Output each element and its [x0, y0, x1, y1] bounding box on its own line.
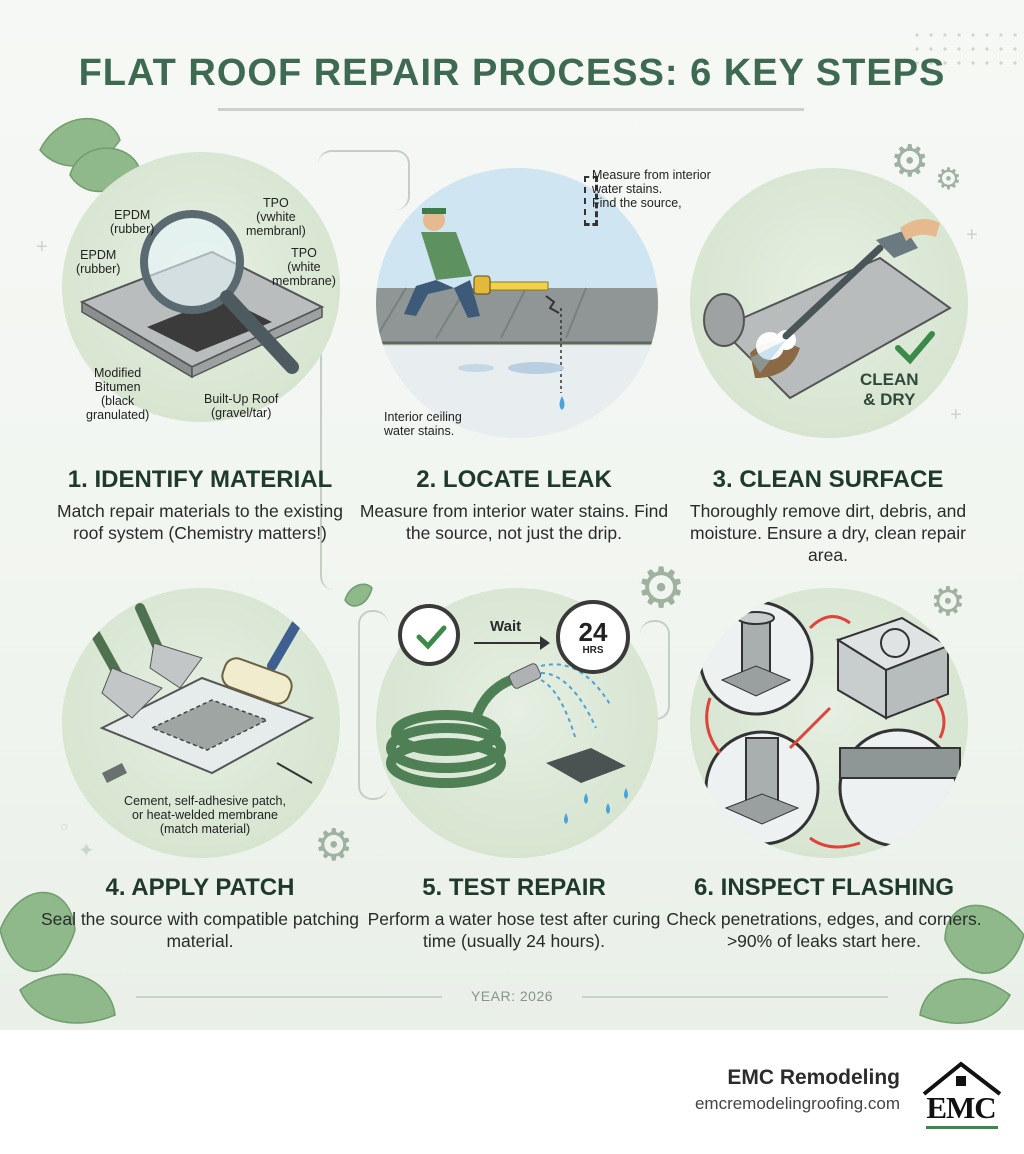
wait-label: Wait: [490, 618, 522, 635]
brand-url[interactable]: emcremodelingroofing.com: [694, 1094, 900, 1113]
step-2-heading: 2. LOCATE LEAK: [416, 466, 612, 493]
leaf-icon: [0, 118, 1024, 1024]
step-5-heading: 5. TEST REPAIR: [422, 874, 606, 901]
paint-roller-icon: [221, 613, 305, 705]
page-title: FLAT ROOF REPAIR PROCESS: 6 KEY STEPS: [78, 52, 946, 94]
step-2-description: Measure from interior water stains. Find…: [359, 501, 669, 543]
step-5-description: Perform a water hose test after curing t…: [367, 909, 661, 951]
leaf-decorations: [0, 118, 1024, 1024]
label-measure-source: Measure from interior water stains. Find…: [592, 168, 711, 210]
logo-text: EMC: [926, 1090, 996, 1125]
step-3-illustration: [690, 168, 968, 438]
gear-icon: ⚙: [890, 137, 930, 186]
year-label: YEAR: 2026: [470, 988, 554, 1004]
sparkle-icon: ✦: [78, 840, 95, 862]
label-built-up-roof: Built-Up Roof (gravel/tar): [204, 392, 279, 420]
gear-icon: ⚙: [935, 163, 962, 196]
garden-hose-icon: [386, 673, 518, 788]
checkmark-icon: [895, 331, 935, 365]
label-tpo-top: TPO (vwhite membranl): [246, 196, 306, 238]
step-1-description: Match repair materials to the existing r…: [57, 501, 343, 543]
step-3-heading: 3. CLEAN SURFACE: [712, 466, 944, 493]
sparkle-icon: +: [36, 236, 48, 258]
sparkle-icon: +: [950, 404, 962, 426]
step-6-heading: 6. INSPECT FLASHING: [693, 874, 955, 901]
gear-icon: ⚙: [636, 556, 687, 619]
hours-value: 24: [578, 617, 608, 647]
clean-dry-label: CLEAN & DRY: [860, 370, 919, 409]
step-2-illustration: [376, 168, 658, 438]
infographic: FLAT ROOF REPAIR PROCESS: 6 KEY STEPS ⚙ …: [0, 0, 1024, 1030]
gear-icon: ⚙: [314, 821, 354, 870]
hours-unit: HRS: [582, 645, 604, 656]
label-epdm-top: EPDM (rubber): [110, 208, 155, 236]
clock-icon: [398, 604, 460, 666]
hvac-unit-icon: [835, 616, 951, 720]
brand-name: EMC Remodeling: [727, 1066, 900, 1089]
step-5-illustration: [376, 588, 658, 858]
step-4-description: Seal the source with compatible patching…: [40, 909, 360, 951]
company-logo: EMC: [916, 1058, 1006, 1130]
magnifier-icon: [140, 210, 299, 374]
step-6-description: Check penetrations, edges, and corners. …: [666, 909, 982, 951]
label-interior-ceiling: Interior ceiling water stains.: [384, 410, 462, 438]
step-4-heading: 4. APPLY PATCH: [105, 874, 295, 901]
dot-pattern: [910, 28, 1020, 68]
sparkle-icon: +: [966, 224, 978, 246]
label-modified-bitumen: Modified Bitumen (black granulated): [86, 366, 150, 422]
leader-line: [584, 176, 598, 226]
label-tpo-right: TPO (white membrane): [272, 246, 336, 288]
measuring-tape-icon: [473, 275, 549, 295]
roofer-figure: [404, 208, 480, 318]
hours-badge: 24 HRS: [556, 600, 630, 674]
vent-pipe-icon: [720, 611, 792, 697]
logo-underline: [926, 1126, 998, 1129]
step-3-description: Thoroughly remove dirt, debris, and mois…: [689, 501, 967, 565]
wait-arrowhead: [540, 636, 550, 650]
step-6-illustration: [690, 588, 968, 858]
step-4-illustration: [62, 588, 340, 858]
wait-arrow: [474, 642, 544, 644]
year-divider-left: [136, 996, 442, 998]
trowel-icon: [87, 623, 163, 719]
step-1-heading: 1. IDENTIFY MATERIAL: [67, 466, 333, 493]
label-epdm-left: EPDM (rubber): [76, 248, 121, 276]
label-patch-options: Cement, self-adhesive patch, or heat-wel…: [124, 794, 286, 836]
sparkle-icon: ○: [60, 818, 69, 834]
pressure-washer-icon: [782, 219, 940, 340]
footer: EMC Remodeling emcremodelingroofing.com …: [0, 1030, 1024, 1154]
house-roof-icon: [922, 1061, 1002, 1096]
step-1-illustration: [62, 152, 340, 422]
trowel-icon: [135, 603, 203, 689]
year-divider-right: [582, 996, 888, 998]
connector-line: [320, 300, 360, 590]
connector-line: [358, 610, 388, 800]
title-divider: [218, 108, 804, 111]
gear-icon: ⚙: [930, 580, 966, 624]
